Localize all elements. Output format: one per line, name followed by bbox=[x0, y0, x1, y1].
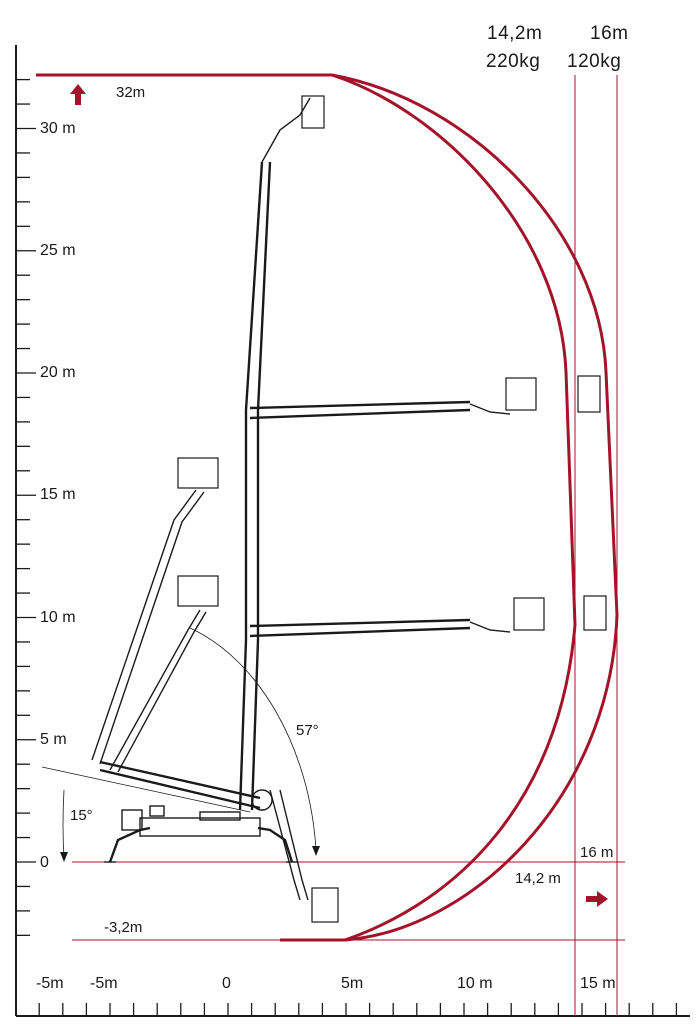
load-120-header: 120kg bbox=[567, 51, 621, 72]
y-label-25: 25 m bbox=[40, 242, 76, 259]
y-label-5: 5 m bbox=[40, 731, 67, 748]
basket-low-b bbox=[583, 595, 607, 631]
basket-below-ground bbox=[311, 887, 339, 923]
basket-mid-a bbox=[505, 377, 537, 411]
x-axis bbox=[16, 1003, 690, 1017]
basket-mid-b bbox=[577, 375, 601, 413]
x-label-0: 0 bbox=[222, 975, 231, 992]
envelope-16m bbox=[331, 73, 619, 942]
reach-16-label: 16 m bbox=[580, 844, 613, 861]
basket-left-low bbox=[177, 575, 219, 607]
basket-left-high bbox=[177, 457, 219, 489]
x-label-5: 5m bbox=[341, 975, 363, 992]
basket-low-a bbox=[513, 597, 545, 631]
max-height-label: 32m bbox=[116, 84, 145, 101]
x-label-15: 15 m bbox=[580, 975, 616, 992]
reach-14-2-header: 14,2m bbox=[487, 23, 542, 44]
angle-guides bbox=[41, 627, 320, 862]
machine-base bbox=[104, 789, 298, 863]
min-depth-label: -3,2m bbox=[104, 919, 142, 936]
machine-booms bbox=[91, 95, 607, 923]
angle-57-label: 57° bbox=[296, 722, 319, 739]
y-axis bbox=[15, 45, 36, 1016]
y-label-0: 0 bbox=[40, 854, 49, 871]
envelope-14-2m bbox=[331, 73, 577, 942]
angle-15-label: 15° bbox=[70, 807, 93, 824]
reach-16-header: 16m bbox=[590, 23, 628, 44]
x-label-minus5-a: -5m bbox=[36, 975, 64, 992]
y-label-20: 20 m bbox=[40, 364, 76, 381]
load-220-header: 220kg bbox=[486, 51, 540, 72]
reach-14-2-label: 14,2 m bbox=[515, 870, 561, 887]
y-label-30: 30 m bbox=[40, 120, 76, 137]
x-label-minus5-b: -5m bbox=[90, 975, 118, 992]
height-arrow-icon bbox=[70, 84, 86, 105]
y-label-10: 10 m bbox=[40, 609, 76, 626]
basket-top bbox=[301, 95, 325, 129]
working-envelope bbox=[331, 73, 619, 942]
reach-arrow-icon bbox=[586, 891, 608, 907]
y-label-15: 15 m bbox=[40, 486, 76, 503]
reference-lines bbox=[72, 75, 625, 1016]
x-label-10: 10 m bbox=[457, 975, 493, 992]
